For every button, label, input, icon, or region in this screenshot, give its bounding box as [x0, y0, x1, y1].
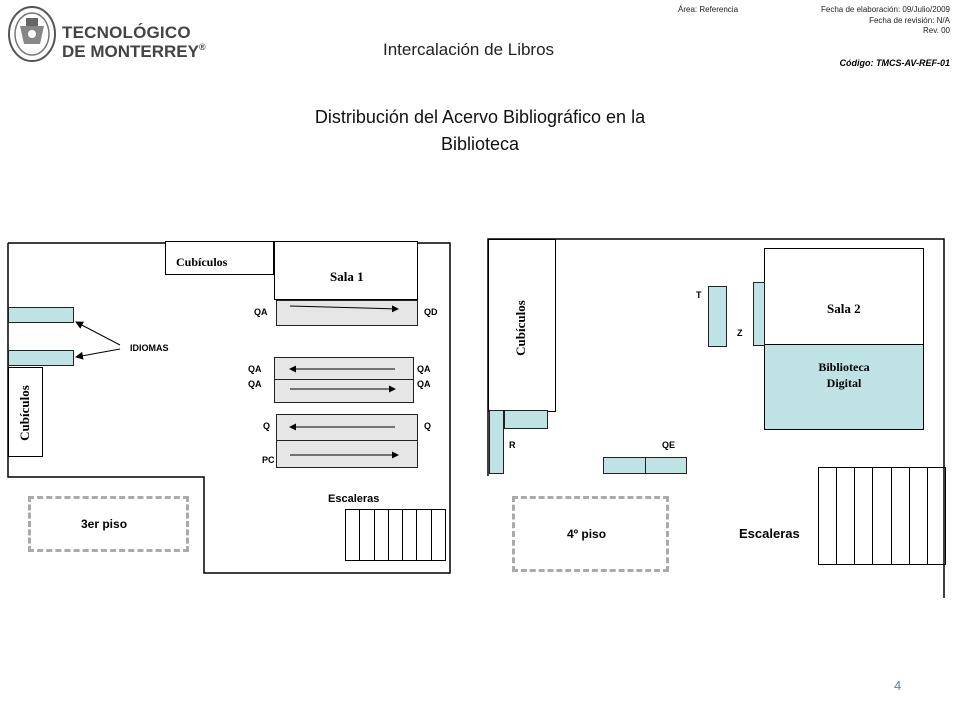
biblioteca-digital: Biblioteca Digital — [764, 344, 924, 430]
sala-1-label: Sala 1 — [330, 269, 364, 284]
biblioteca-digital-label: Biblioteca Digital — [765, 359, 923, 391]
sala-2: Sala 2 — [764, 248, 924, 346]
fecha-revision: Fecha de revisión: N/A — [869, 15, 950, 25]
main-title-line2: Biblioteca — [440, 134, 520, 154]
floor-label-3: 3er piso — [81, 517, 128, 531]
shelf-label-qa-lower-right: QA — [417, 379, 431, 389]
shelf-r-vertical — [489, 410, 504, 474]
page-number: 4 — [894, 678, 902, 693]
shelf-t — [708, 286, 727, 347]
shelf-label-qd: QD — [424, 307, 438, 317]
shelf-label-qa-upper-left: QA — [248, 364, 262, 374]
shelf-label-q-left: Q — [263, 421, 271, 431]
logo-line2: DE MONTERREY® — [62, 42, 206, 62]
floor-3-outline — [7, 242, 451, 574]
escaleras-label-3: Escaleras — [328, 493, 380, 505]
logo: TECNOLÓGICO DE MONTERREY® — [6, 4, 206, 66]
fecha-elaboracion: Fecha de elaboración: 09/Julio/2009 — [821, 5, 950, 14]
floor-label-4: 4º piso — [567, 527, 607, 541]
shelf-arrows-3 — [289, 305, 399, 459]
cubiculos-label-4: Cubículos — [513, 300, 528, 356]
idiomas-shelf-2 — [8, 350, 74, 366]
shelf-label-t: T — [696, 290, 702, 300]
shelf-qe-right — [645, 457, 687, 474]
shelf-label-qa-lower-left: QA — [248, 379, 262, 389]
shelf-label-pc: PC — [262, 455, 275, 465]
document-code: Código: TMCS-AV-REF-01 — [839, 58, 951, 68]
revision-info: Fecha de elaboración: 09/Julio/2009 Fech… — [821, 5, 950, 37]
main-title-line1: Distribución del Acervo Bibliográfico en… — [314, 107, 646, 127]
shelf-z — [753, 282, 765, 346]
sala-2-label: Sala 2 — [827, 301, 861, 316]
shelf-qa-lower — [274, 379, 414, 403]
main-title: Distribución del Acervo Bibliográfico en… — [230, 104, 730, 158]
logo-line1: TECNOLÓGICO — [62, 23, 191, 42]
registered-mark: ® — [198, 42, 206, 52]
shelf-r-horizontal — [504, 410, 548, 429]
institution-seal-icon — [8, 6, 56, 62]
cubiculos-top-label: Cubículos — [176, 255, 228, 269]
shelf-label-qe: QE — [662, 440, 676, 450]
shelf-qe-left — [603, 457, 646, 474]
shelf-qa-qd — [276, 300, 418, 326]
document-title: Intercalación de Libros — [383, 40, 555, 59]
logo-line2-text: DE MONTERREY — [62, 42, 199, 61]
floor-label-box-4: 4º piso — [512, 496, 669, 572]
floor-plan-3: Cubículos Sala 1 IDIOMAS Cubículos QA QD… — [7, 241, 451, 574]
idiomas-arrows — [75, 321, 121, 360]
shelf-label-qa-upper-right: QA — [417, 364, 431, 374]
cubiculos-room-4: Cubículos — [488, 239, 556, 412]
shelf-q-upper — [276, 414, 418, 442]
shelf-label-r: R — [509, 440, 516, 450]
idiomas-shelf-1 — [8, 307, 74, 323]
biblioteca-digital-line2: Digital — [826, 376, 862, 390]
rev-number: Rev. 00 — [923, 26, 950, 35]
idiomas-label: IDIOMAS — [130, 343, 169, 353]
stairs-3 — [345, 509, 446, 561]
escaleras-label-4: Escaleras — [739, 526, 800, 541]
cubiculos-side-room: Cubículos — [8, 367, 43, 457]
sala-1: Sala 1 — [274, 241, 418, 300]
biblioteca-digital-line1: Biblioteca — [818, 360, 870, 374]
cubiculos-top-room: Cubículos — [165, 241, 274, 275]
stairs-4 — [818, 467, 946, 565]
floor-label-box-3: 3er piso — [28, 496, 189, 552]
shelf-label-q-right: Q — [424, 421, 432, 431]
shelf-label-qa: QA — [254, 307, 268, 317]
area-label: Área: Referencia — [678, 5, 739, 14]
shelf-label-z: Z — [737, 328, 743, 338]
